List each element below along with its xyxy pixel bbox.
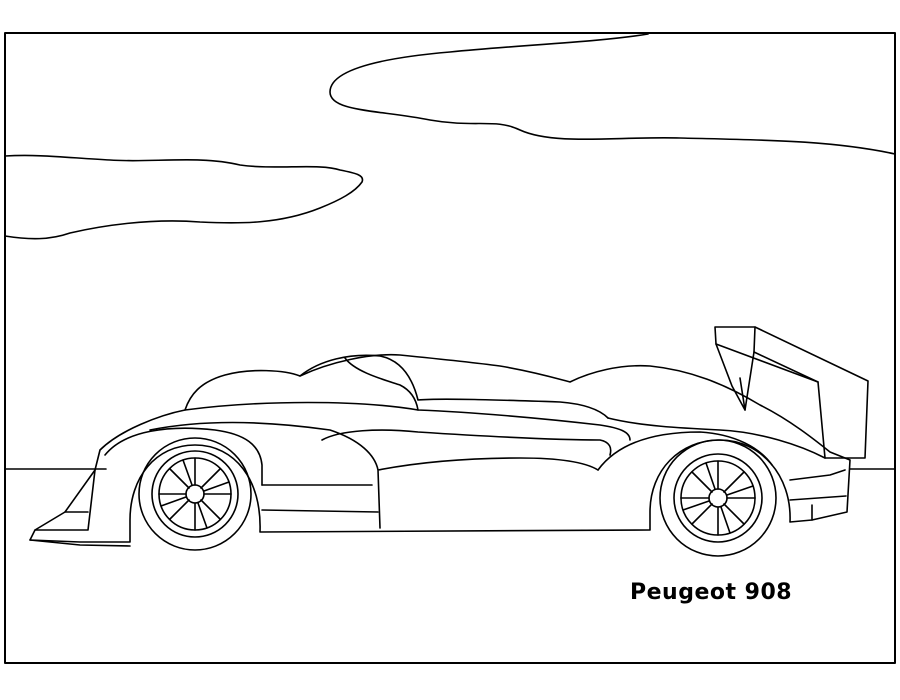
cockpit-canopy — [299, 354, 609, 419]
rear-diffuser — [789, 469, 847, 521]
canopy-line — [344, 357, 419, 411]
front-wheel-spokes — [158, 457, 232, 531]
rear-wheel — [659, 439, 777, 557]
front-fender-line — [104, 427, 263, 486]
sidepod-line — [261, 484, 379, 513]
car-model-caption: Peugeot 908 — [630, 580, 793, 605]
body-line-door — [321, 429, 612, 456]
front-splitter — [29, 469, 131, 547]
cloud-right — [329, 33, 896, 155]
page-border — [4, 32, 896, 664]
rear-fender-line — [597, 417, 826, 471]
front-wheel — [138, 437, 252, 551]
rear-wing-detail — [715, 326, 819, 411]
rear-wheel-spokes — [680, 460, 756, 536]
car-body-outline — [29, 353, 851, 543]
cloud-left — [4, 154, 364, 240]
race-car — [29, 326, 869, 557]
body-line-lower — [149, 421, 599, 529]
body-line-upper — [184, 401, 631, 441]
